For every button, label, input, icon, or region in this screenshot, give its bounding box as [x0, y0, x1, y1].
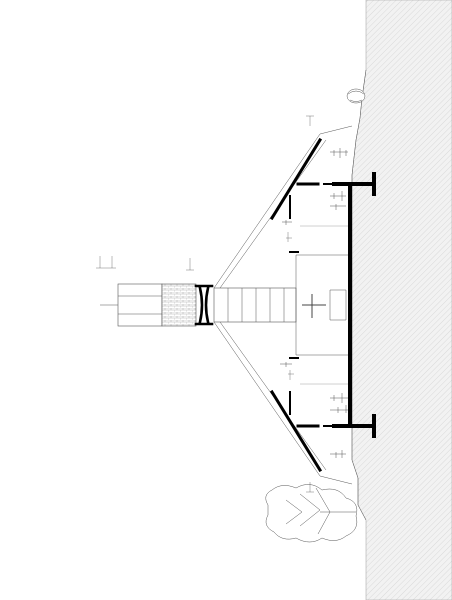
roof-beam-lower [269, 389, 323, 473]
level-marks [96, 115, 314, 493]
roof-beam-upper [269, 137, 323, 221]
tower [100, 283, 297, 327]
people-figures [280, 148, 348, 458]
tree [265, 484, 358, 543]
ground-mass [351, 0, 452, 600]
structure [269, 137, 376, 473]
bell-opening [194, 284, 214, 326]
tower-brick-infill [161, 283, 197, 327]
footing-upper [332, 172, 376, 196]
ground-line [351, 69, 367, 521]
bush [346, 88, 366, 104]
footing-lower [332, 414, 376, 438]
cross-icon [302, 294, 326, 318]
altar [329, 289, 347, 321]
